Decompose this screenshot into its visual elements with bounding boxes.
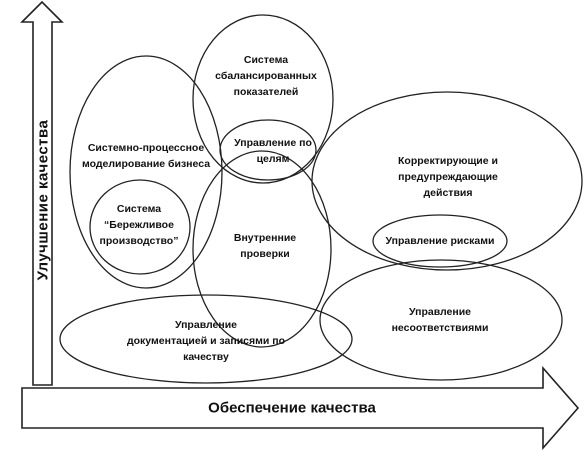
label-corrective: Корректирующие и предупреждающие действи…: [398, 155, 498, 199]
ellipse-internal-audits: [192, 150, 332, 348]
ellipse-bsc: [192, 14, 334, 184]
ellipse-lean: [89, 179, 191, 275]
y-axis-label: Улучшение качества: [34, 119, 52, 281]
label-documentation: Управление документацией и записями по к…: [126, 319, 286, 363]
ellipse-mbo: [219, 119, 317, 181]
ellipse-corrective: [311, 91, 583, 271]
label-bsc: Система сбалансированных показателей: [215, 54, 317, 98]
ellipse-risk: [372, 214, 508, 268]
label-nonconformity: Управление несоответствиями: [391, 306, 489, 334]
label-process-modeling: Системно-процессное моделирование бизнес…: [81, 142, 211, 170]
ellipse-nonconformity: [319, 259, 563, 381]
ellipse-documentation: [59, 294, 353, 384]
label-lean: Система “Бережливое производство”: [99, 203, 179, 247]
x-axis-label: Обеспечение качества: [208, 399, 376, 417]
label-risk: Управление рисками: [385, 235, 495, 247]
x-axis-arrow: [21, 365, 580, 451]
label-mbo: Управление по целям: [234, 137, 312, 165]
label-internal-audits: Внутренние проверки: [233, 232, 297, 260]
y-axis-arrow: [20, 0, 64, 386]
ellipse-process-modeling: [69, 55, 223, 289]
